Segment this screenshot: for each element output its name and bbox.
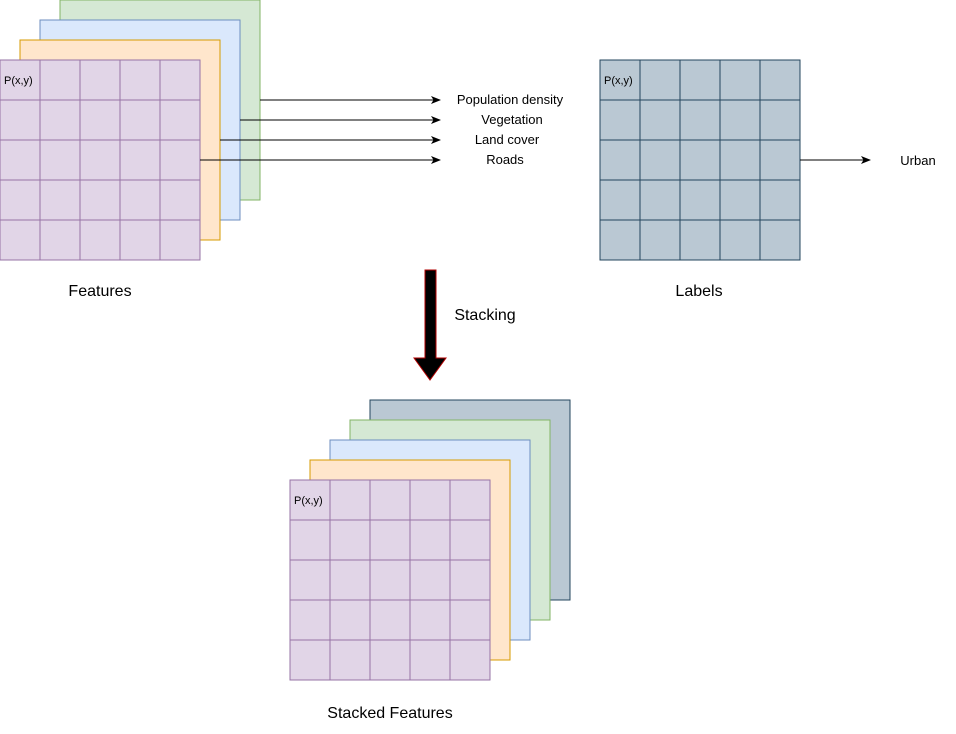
stacking-label: Stacking [454,307,515,324]
feature-grid-roads [0,59,201,261]
grid-background [599,59,801,261]
label-population-density: Population density [457,92,564,107]
label-land-cover: Land cover [475,132,540,147]
stacked-grid-roads [289,479,491,681]
labels-caption: Labels [675,283,722,300]
stacked-features-caption: Stacked Features [327,705,452,722]
label-urban: Urban [900,153,935,168]
label-vegetation: Vegetation [481,112,542,127]
grid-background [0,59,201,261]
feature-arrows: Population density Vegetation Land cover… [200,92,564,167]
labels-grid [599,59,801,261]
grid-background [289,479,491,681]
features-stack: P(x,y) [0,0,261,261]
labels-cell-label: P(x,y) [604,75,633,87]
label-roads: Roads [486,152,524,167]
features-cell-label: P(x,y) [4,75,33,87]
stacking-arrow [413,269,447,381]
stacked-cell-label: P(x,y) [294,495,323,507]
features-caption: Features [68,283,131,300]
stacked-features-stack: P(x,y) [289,399,571,681]
